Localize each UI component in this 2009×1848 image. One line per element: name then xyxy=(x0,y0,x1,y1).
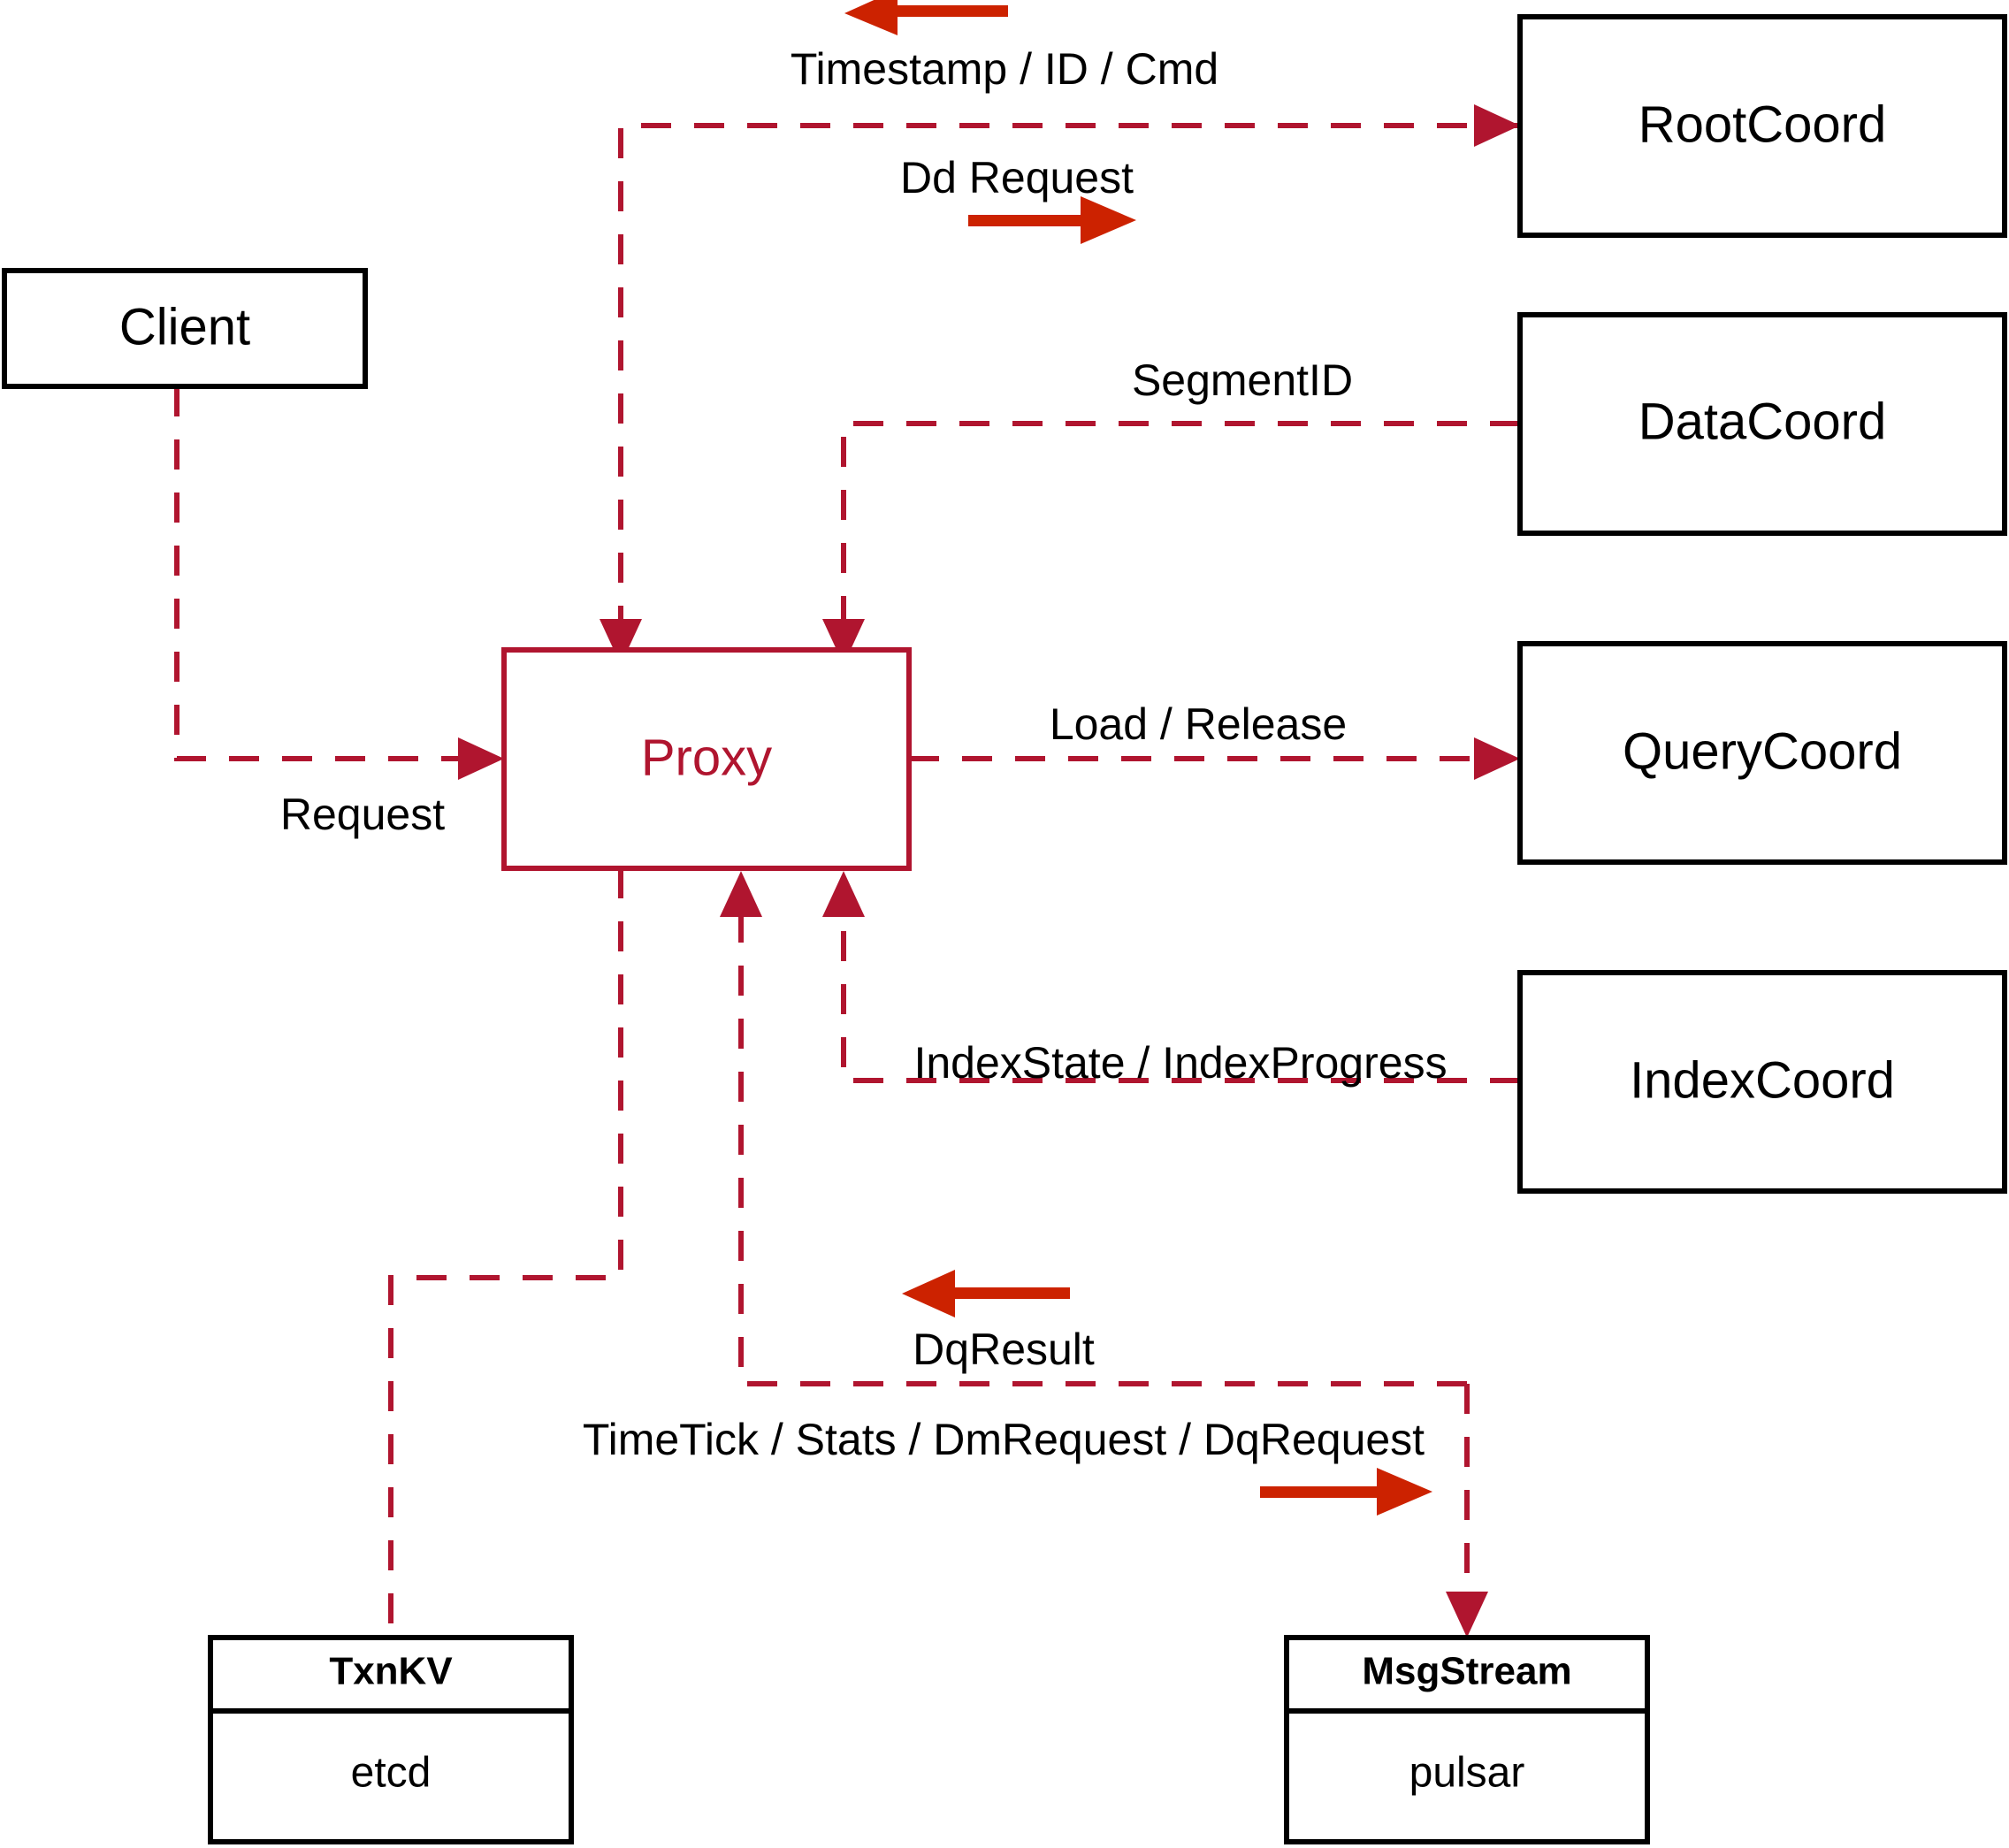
edge-label-request: Request xyxy=(280,790,445,839)
edge-dq-result xyxy=(720,871,1467,1386)
direction-arrow-left-icon-timestamp xyxy=(844,0,1008,35)
edge-label-timetick-stats-dm-dq: TimeTick / Stats / DmRequest / DqRequest xyxy=(583,1415,1425,1464)
edge-label-segment-id: SegmentID xyxy=(1132,355,1353,405)
edge-label-timestamp-id-cmd: Timestamp / ID / Cmd xyxy=(791,44,1218,94)
edge-segment-id xyxy=(822,421,1520,665)
node-txnkv-label: TxnKV xyxy=(329,1650,453,1693)
node-index-coord-label: IndexCoord xyxy=(1630,1051,1895,1109)
node-data-coord-label: DataCoord xyxy=(1639,393,1886,450)
edge-timestamp-id-cmd xyxy=(600,123,1520,665)
node-query-coord-label: QueryCoord xyxy=(1623,722,1902,780)
node-msgstream[interactable]: MsgStream pulsar xyxy=(1284,1635,1650,1844)
edge-proxy-txnkv xyxy=(388,868,623,1638)
node-root-coord-label: RootCoord xyxy=(1639,95,1886,153)
edge-load-release xyxy=(909,737,1520,780)
node-proxy-label: Proxy xyxy=(641,729,772,786)
node-client[interactable]: Client xyxy=(2,268,368,389)
node-root-coord[interactable]: RootCoord xyxy=(1517,14,2007,238)
node-txnkv[interactable]: TxnKV etcd xyxy=(208,1635,574,1844)
node-query-coord[interactable]: QueryCoord xyxy=(1517,641,2007,865)
edge-label-index-state-progress: IndexState / IndexProgress xyxy=(913,1038,1447,1088)
node-txnkv-impl: etcd xyxy=(351,1750,432,1797)
edge-timetick-stats-dm-dq xyxy=(1446,1384,1488,1638)
node-index-coord[interactable]: IndexCoord xyxy=(1517,970,2007,1194)
edge-dd-request-arrowhead xyxy=(1474,104,1520,147)
direction-arrow-right-icon-timetick xyxy=(1260,1468,1432,1516)
direction-arrow-left-icon-dq-result xyxy=(902,1270,1070,1317)
direction-arrow-right-icon-dd-request xyxy=(968,196,1136,244)
edge-label-load-release: Load / Release xyxy=(1050,699,1347,749)
node-msgstream-impl: pulsar xyxy=(1409,1750,1525,1797)
edge-label-dd-request: Dd Request xyxy=(900,153,1134,202)
node-proxy[interactable]: Proxy xyxy=(501,647,912,871)
node-client-label: Client xyxy=(119,298,250,355)
node-msgstream-label: MsgStream xyxy=(1362,1650,1571,1693)
node-data-coord[interactable]: DataCoord xyxy=(1517,312,2007,536)
edge-index-state-progress xyxy=(822,871,1520,1083)
edge-request xyxy=(174,386,504,780)
edge-label-dq-result: DqResult xyxy=(913,1325,1095,1374)
